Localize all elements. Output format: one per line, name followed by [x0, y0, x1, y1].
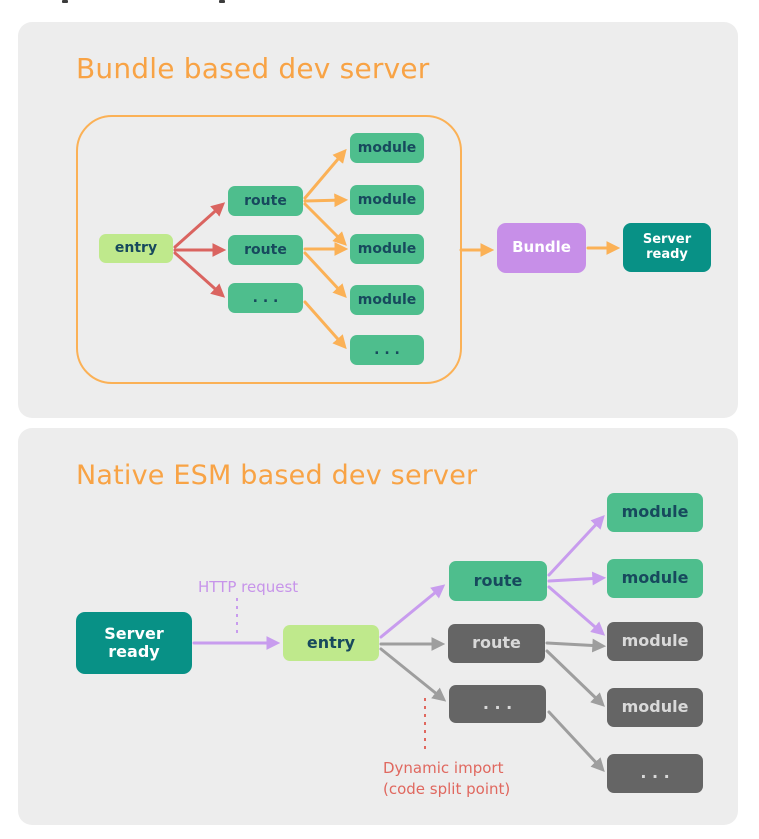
server-ready-label: Server — [104, 623, 164, 643]
route-label: route — [472, 633, 521, 653]
route-node: route — [228, 186, 303, 216]
server-ready-label: Server — [642, 231, 692, 247]
server-ready-label: ready — [108, 642, 160, 661]
server-ready-node: Server ready — [623, 223, 711, 272]
server-ready-node: Server ready — [76, 612, 192, 674]
dynamic-import-line1: Dynamic import — [383, 759, 504, 777]
dynamic-import-line2: (code split point) — [383, 780, 511, 798]
dashed-annotation-lines — [236, 598, 426, 750]
module-node: module — [350, 285, 424, 315]
route-node: route — [449, 561, 547, 601]
arrow-route2-module3 — [545, 638, 607, 653]
cropped-text-fragment — [62, 0, 68, 3]
route-ellipsis-node: . . . — [228, 283, 303, 313]
arrow-ellipsis-module5 — [547, 710, 605, 773]
arrow-entry-route1 — [379, 584, 446, 639]
ellipsis-label: . . . — [252, 289, 279, 306]
module-node: module — [607, 493, 703, 532]
route-node-lazy: route — [448, 624, 545, 663]
module-node: module — [607, 559, 703, 598]
route-label: route — [244, 241, 287, 258]
bundle-panel-title: Bundle based dev server — [76, 52, 430, 85]
cropped-text-fragment — [219, 0, 225, 3]
module-label: module — [357, 291, 417, 308]
dynamic-import-label: Dynamic import (code split point) — [383, 758, 510, 800]
arrow-route2-module4 — [545, 649, 605, 707]
route-ellipsis-node-lazy: . . . — [449, 685, 546, 723]
server-ready-label: ready — [646, 246, 688, 262]
esm-panel-title: Native ESM based dev server — [76, 460, 478, 491]
ellipsis-label: . . . — [482, 693, 513, 713]
bundle-dev-server-panel: Bundle based dev server entry route rout… — [18, 22, 738, 418]
route-label: route — [473, 570, 523, 590]
bundle-label: Bundle — [512, 238, 571, 257]
entry-label: entry — [306, 632, 356, 652]
arrow-route1-module1 — [547, 514, 605, 577]
bundle-node: Bundle — [497, 223, 586, 273]
module-ellipsis-node-lazy: . . . — [607, 754, 703, 793]
entry-node: entry — [283, 625, 379, 661]
module-node: module — [350, 185, 424, 215]
module-label: module — [621, 502, 689, 522]
module-label: module — [621, 568, 689, 588]
arrow-route1-module3 — [547, 585, 606, 636]
module-node: module — [350, 234, 424, 264]
module-node-lazy: module — [607, 688, 703, 727]
http-request-label: HTTP request — [198, 578, 299, 596]
module-node-lazy: module — [607, 622, 703, 661]
module-ellipsis-node: . . . — [350, 335, 424, 365]
module-label: module — [357, 191, 417, 208]
module-label: module — [357, 240, 417, 257]
ellipsis-label: . . . — [374, 341, 400, 358]
module-label: module — [621, 631, 689, 651]
module-node: module — [350, 133, 424, 163]
module-label: module — [621, 697, 689, 717]
arrow-entry-ellipsis — [379, 647, 447, 702]
route-node: route — [228, 235, 303, 265]
module-label: module — [357, 139, 417, 156]
entry-label: entry — [114, 240, 158, 257]
native-esm-dev-server-panel: Native ESM based dev server Server ready… — [18, 428, 738, 825]
route-label: route — [244, 192, 287, 209]
ellipsis-label: . . . — [640, 763, 670, 783]
arrow-route1-module2 — [547, 571, 607, 586]
entry-node: entry — [99, 234, 173, 263]
